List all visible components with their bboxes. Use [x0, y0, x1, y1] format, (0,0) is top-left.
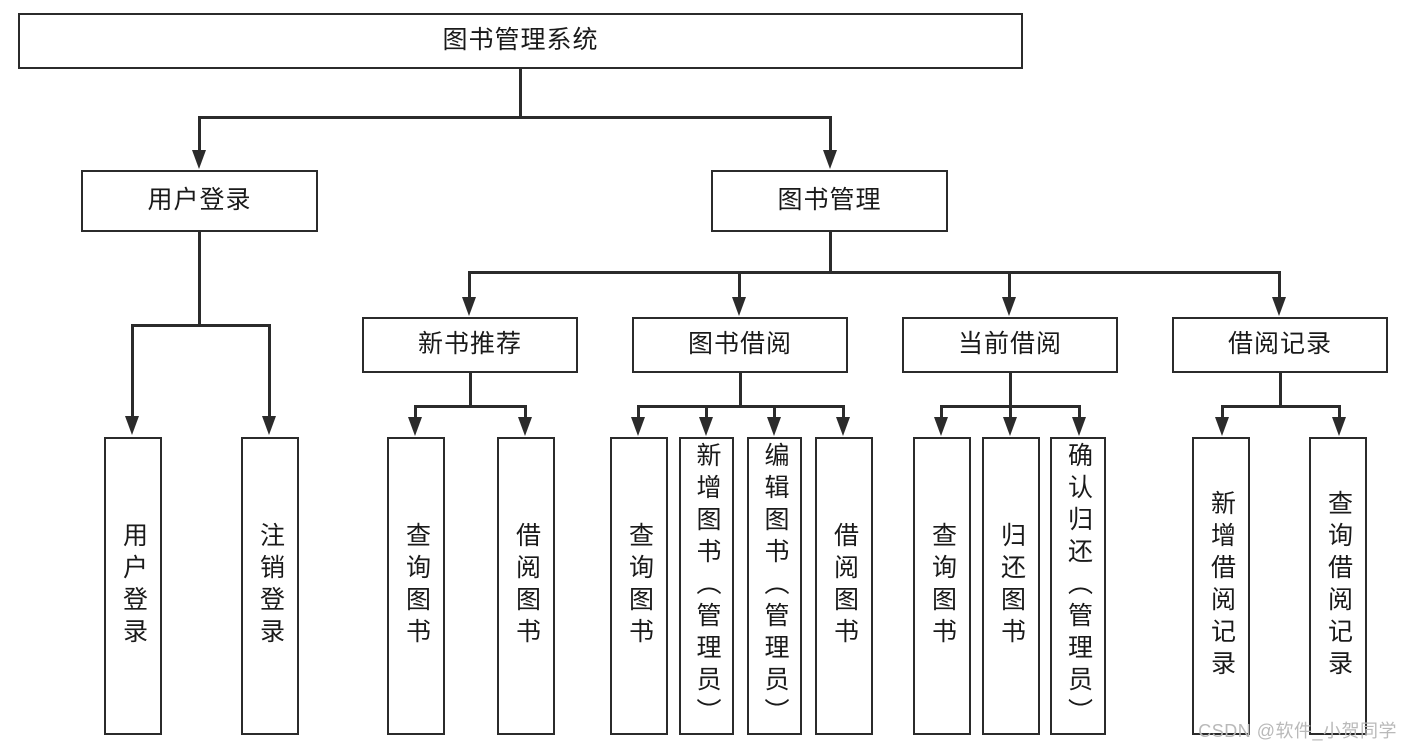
- node-root-book-management-system[interactable]: 图书管理系统: [18, 13, 1023, 69]
- watermark-text: CSDN @软件_小贺同学: [1198, 721, 1397, 741]
- connector-borrow-record-stem: [1279, 373, 1282, 406]
- arrowhead-level1-2: [823, 150, 837, 169]
- arrowhead-book-borrow-leaf-1: [631, 417, 645, 436]
- node-label: 图书管理系统: [442, 26, 599, 55]
- leaf-borrow-book-recommend[interactable]: 借阅图书: [497, 437, 555, 735]
- connector-level2-drop-4: [1278, 271, 1281, 299]
- connector-borrow-record-bus: [1221, 405, 1340, 408]
- arrowhead-level2-2: [732, 297, 746, 316]
- connector-user-login-drop-2: [268, 324, 271, 418]
- node-label: 查询借阅记录: [1324, 490, 1353, 682]
- connector-borrow-record-drop-1: [1221, 405, 1224, 419]
- node-borrow-record[interactable]: 借阅记录: [1172, 317, 1388, 373]
- node-label: 借阅记录: [1227, 330, 1332, 359]
- node-label: 编辑图书（管理员）: [761, 442, 789, 730]
- node-label: 当前借阅: [957, 330, 1062, 359]
- arrowhead-book-borrow-leaf-4: [836, 417, 850, 436]
- node-label: 查询图书: [402, 522, 431, 650]
- connector-level1-drop-2: [829, 116, 832, 152]
- connector-new-book-bus: [414, 405, 526, 408]
- node-label: 图书借阅: [687, 330, 792, 359]
- arrowhead-level2-4: [1272, 297, 1286, 316]
- arrowhead-level2-1: [462, 297, 476, 316]
- node-book-borrow[interactable]: 图书借阅: [632, 317, 848, 373]
- connector-level2-bus: [468, 271, 1280, 274]
- connector-new-book-drop-1: [414, 405, 417, 419]
- connector-level2-drop-1: [468, 271, 471, 299]
- leaf-add-book-admin[interactable]: 新增图书（管理员）: [679, 437, 734, 735]
- connector-book-borrow-drop-3: [773, 405, 776, 419]
- connector-level1-drop-1: [198, 116, 201, 152]
- connector-user-login-stem: [198, 232, 201, 325]
- connector-level2-drop-3: [1008, 271, 1011, 299]
- leaf-logout[interactable]: 注销登录: [241, 437, 299, 735]
- node-label: 归还图书: [997, 522, 1026, 650]
- node-label: 新增图书（管理员）: [693, 442, 721, 730]
- node-current-borrow[interactable]: 当前借阅: [902, 317, 1118, 373]
- arrowhead-new-book-leaf-2: [518, 417, 532, 436]
- connector-current-borrow-drop-2: [1009, 405, 1012, 419]
- arrowhead-level1-1: [192, 150, 206, 169]
- connector-book-borrow-drop-2: [705, 405, 708, 419]
- node-label: 用户登录: [147, 186, 252, 215]
- leaf-edit-book-admin[interactable]: 编辑图书（管理员）: [747, 437, 802, 735]
- leaf-user-login[interactable]: 用户登录: [104, 437, 162, 735]
- node-label: 图书管理: [777, 186, 882, 215]
- connector-current-borrow-drop-3: [1078, 405, 1081, 419]
- node-label: 注销登录: [256, 522, 285, 650]
- arrowhead-book-borrow-leaf-3: [767, 417, 781, 436]
- arrowhead-user-login-leaf-1: [125, 416, 139, 435]
- connector-level2-drop-2: [738, 271, 741, 299]
- connector-book-borrow-drop-4: [842, 405, 845, 419]
- connector-new-book-stem: [469, 373, 472, 406]
- leaf-confirm-return-admin[interactable]: 确认归还（管理员）: [1050, 437, 1106, 735]
- leaf-query-book-recommend[interactable]: 查询图书: [387, 437, 445, 735]
- connector-book-borrow-drop-1: [637, 405, 640, 419]
- connector-borrow-record-drop-2: [1338, 405, 1341, 419]
- node-new-book-recommend[interactable]: 新书推荐: [362, 317, 578, 373]
- arrowhead-user-login-leaf-2: [262, 416, 276, 435]
- leaf-query-book-current[interactable]: 查询图书: [913, 437, 971, 735]
- connector-book-borrow-bus: [637, 405, 844, 408]
- connector-level1-bus: [198, 116, 831, 119]
- connector-current-borrow-drop-1: [940, 405, 943, 419]
- node-label: 借阅图书: [830, 522, 859, 650]
- node-label: 确认归还（管理员）: [1064, 442, 1093, 730]
- connector-root-stem: [519, 69, 522, 117]
- connector-new-book-drop-2: [524, 405, 527, 419]
- arrowhead-new-book-leaf-1: [408, 417, 422, 436]
- leaf-query-borrow-record[interactable]: 查询借阅记录: [1309, 437, 1367, 735]
- arrowhead-book-borrow-leaf-2: [699, 417, 713, 436]
- connector-book-management-stem: [829, 232, 832, 273]
- connector-current-borrow-stem: [1009, 373, 1012, 406]
- arrowhead-current-borrow-leaf-1: [934, 417, 948, 436]
- node-label: 查询图书: [625, 522, 654, 650]
- arrowhead-current-borrow-leaf-3: [1072, 417, 1086, 436]
- connector-user-login-bus: [131, 324, 268, 327]
- connector-user-login-drop-1: [131, 324, 134, 418]
- arrowhead-current-borrow-leaf-2: [1003, 417, 1017, 436]
- node-book-management[interactable]: 图书管理: [711, 170, 948, 232]
- arrowhead-level2-3: [1002, 297, 1016, 316]
- node-label: 用户登录: [119, 522, 148, 650]
- arrowhead-borrow-record-leaf-2: [1332, 417, 1346, 436]
- leaf-query-book-borrow[interactable]: 查询图书: [610, 437, 668, 735]
- node-label: 新增借阅记录: [1207, 490, 1236, 682]
- connector-book-borrow-stem: [739, 373, 742, 406]
- leaf-borrow-book[interactable]: 借阅图书: [815, 437, 873, 735]
- node-label: 新书推荐: [417, 330, 522, 359]
- node-user-login[interactable]: 用户登录: [81, 170, 318, 232]
- node-label: 借阅图书: [512, 522, 541, 650]
- arrowhead-borrow-record-leaf-1: [1215, 417, 1229, 436]
- leaf-add-borrow-record[interactable]: 新增借阅记录: [1192, 437, 1250, 735]
- leaf-return-book[interactable]: 归还图书: [982, 437, 1040, 735]
- node-label: 查询图书: [928, 522, 957, 650]
